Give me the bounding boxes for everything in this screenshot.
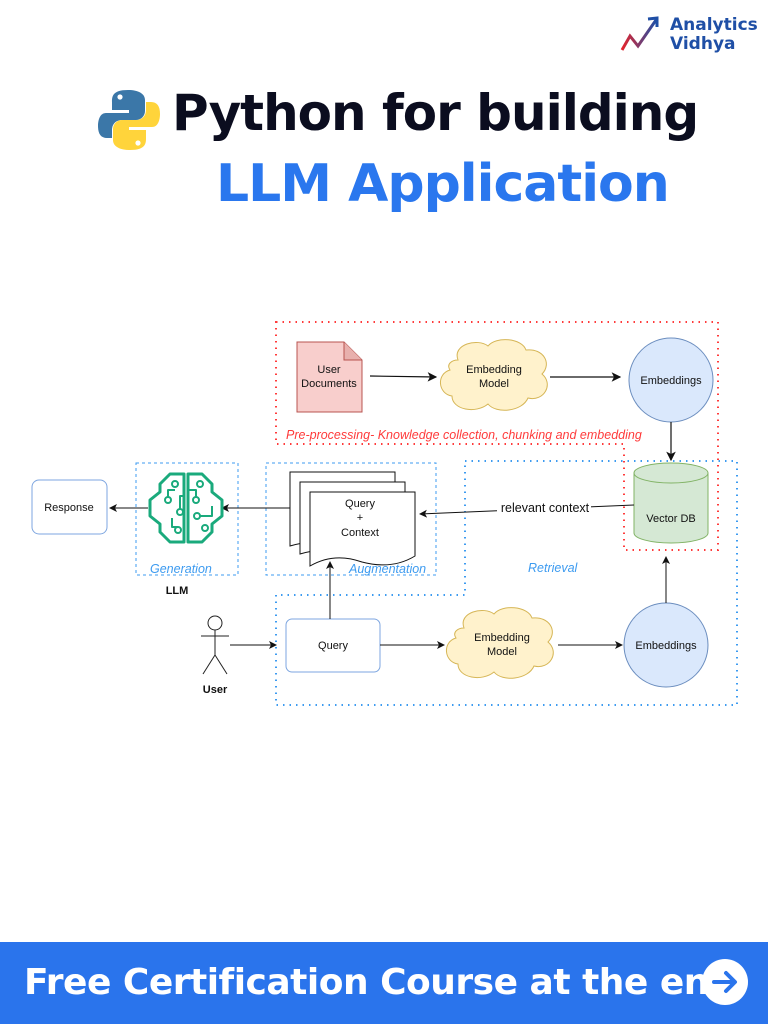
analytics-vidhya-logo: Analytics Vidhya	[618, 14, 768, 58]
banner-text: Free Certification Course at the end	[24, 962, 735, 1003]
response-node: Response	[31, 479, 108, 535]
embeddings-node-top: Embeddings	[628, 337, 714, 423]
query-context-document-stack: Query + Context	[289, 471, 416, 567]
embedding-model-top-line1: Embedding	[466, 364, 522, 376]
generation-caption: Generation	[150, 562, 212, 576]
relevant-context-label-bg	[497, 500, 591, 514]
embedding-model-bottom-line1: Embedding	[474, 632, 530, 644]
relevant-context-label: relevant context	[501, 501, 590, 515]
augmentation-doc-line1: Query	[345, 498, 375, 510]
title-line1: Python for building	[172, 84, 699, 142]
embedding-model-cloud-bottom: Embedding Model	[446, 607, 554, 679]
user-label: User	[203, 684, 228, 696]
embeddings-top-label: Embeddings	[640, 375, 702, 387]
query-label: Query	[318, 640, 348, 652]
brand-line2: Vidhya	[670, 34, 736, 54]
python-logo-icon	[98, 90, 160, 150]
user-documents-node: User Documents	[296, 341, 363, 413]
preprocessing-group-border	[275, 321, 719, 551]
embeddings-node-bottom: Embeddings	[623, 602, 709, 688]
response-label: Response	[44, 502, 94, 514]
vector-db-node: Vector DB	[633, 462, 709, 544]
embedding-model-bottom-line2: Model	[487, 646, 517, 658]
certification-banner[interactable]: Free Certification Course at the end	[0, 942, 768, 1024]
trend-arrow-icon	[620, 16, 659, 51]
llm-brain-icon	[148, 472, 224, 544]
generation-group-border	[135, 462, 239, 576]
brand-line1: Analytics	[670, 15, 758, 35]
augmentation-group-border	[265, 462, 437, 576]
user-actor-icon	[201, 615, 229, 675]
user-documents-line1: User	[317, 364, 341, 376]
augmentation-doc-line3: Context	[341, 527, 379, 539]
arrow-docs-to-model	[369, 372, 438, 382]
title-line2: LLM Application	[216, 154, 670, 214]
embeddings-bottom-label: Embeddings	[635, 640, 697, 652]
query-node: Query	[285, 618, 381, 673]
augmentation-doc-line2: +	[357, 512, 363, 524]
retrieval-caption: Retrieval	[528, 561, 579, 575]
vector-db-label: Vector DB	[646, 513, 696, 525]
embedding-model-cloud-top: Embedding Model	[440, 339, 548, 411]
llm-label: LLM	[166, 585, 189, 597]
augmentation-caption: Augmentation	[348, 562, 426, 576]
user-documents-line2: Documents	[301, 378, 357, 390]
rag-diagram: User Documents Embedding Model Embedding…	[31, 321, 738, 706]
embedding-model-top-line2: Model	[479, 378, 509, 390]
preprocessing-caption: Pre-processing- Knowledge collection, ch…	[286, 428, 642, 442]
arrow-right-circle-icon[interactable]	[702, 959, 748, 1005]
